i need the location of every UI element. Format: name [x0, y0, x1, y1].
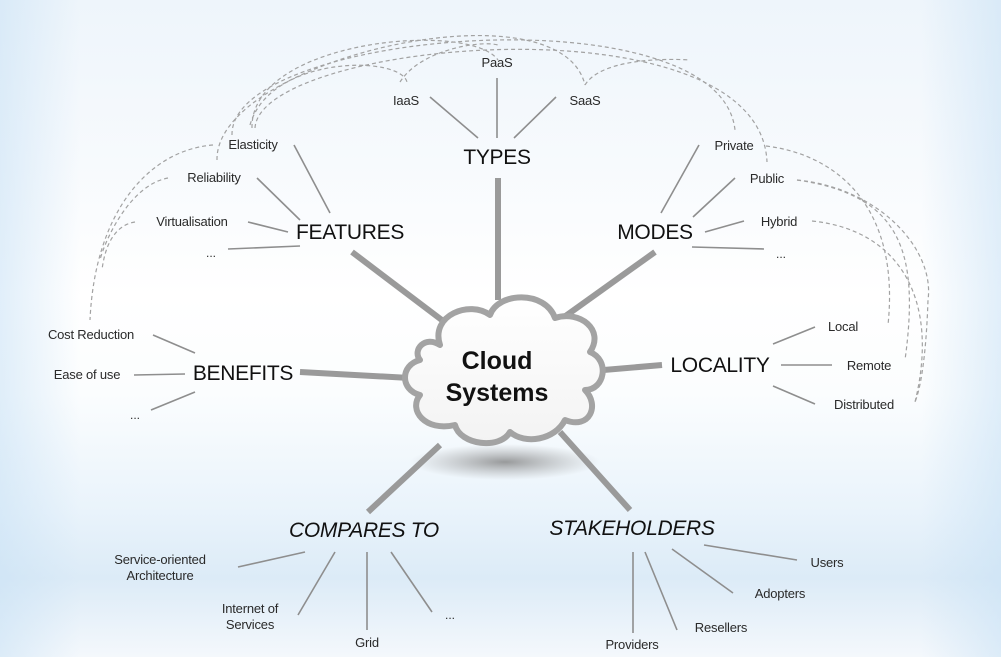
node-modes-more: ...: [775, 247, 787, 261]
node-distributed: Distributed: [834, 397, 894, 412]
node-reliability: Reliability: [187, 170, 241, 185]
spoke-features: [350, 249, 457, 333]
center-title-line-2: Systems: [445, 379, 549, 407]
spoke-stakeholders: [557, 429, 633, 513]
branch-line: [297, 551, 336, 616]
spoke-benefits: [299, 369, 411, 381]
branch-line: [429, 96, 479, 139]
relation-curve: [251, 39, 499, 129]
spoke-modes: [551, 249, 657, 328]
branch-line: [703, 544, 798, 561]
node-remote: Remote: [846, 358, 892, 373]
node-compares-more: ...: [444, 608, 456, 622]
center-node-title: Cloud Systems: [446, 345, 549, 409]
node-elasticity: Elasticity: [228, 137, 278, 152]
category-compares-to: COMPARES TO: [289, 519, 439, 542]
category-benefits: BENEFITS: [192, 362, 294, 385]
relation-curve: [584, 58, 691, 86]
node-service-oriented-architecture: Service-oriented Architecture: [114, 552, 206, 583]
node-saas: SaaS: [569, 93, 601, 108]
node-providers: Providers: [605, 637, 659, 652]
branch-line: [772, 385, 816, 405]
node-grid: Grid: [355, 635, 379, 650]
node-ease-of-use: Ease of use: [53, 367, 121, 382]
cloud-shape: [402, 294, 606, 480]
branch-line: [237, 551, 306, 568]
relation-curve: [811, 220, 923, 403]
branch-line: [293, 144, 331, 214]
branch-line: [660, 144, 700, 214]
category-locality: LOCALITY: [670, 354, 770, 377]
relation-curves: [89, 34, 930, 403]
category-modes: MODES: [617, 221, 693, 244]
branch-line: [691, 246, 765, 250]
branch-line: [644, 551, 678, 631]
node-benefits-more: ...: [129, 408, 141, 422]
node-resellers: Resellers: [694, 620, 748, 635]
node-paas: PaaS: [481, 55, 513, 70]
node-hybrid: Hybrid: [760, 214, 798, 229]
branch-line: [247, 221, 289, 233]
center-title-line-1: Cloud: [461, 347, 533, 375]
relation-curve: [101, 221, 136, 271]
background-band-right: [921, 0, 1001, 657]
node-users: Users: [810, 555, 844, 570]
branch-line: [133, 373, 186, 376]
branch-line: [152, 334, 196, 354]
node-public: Public: [749, 171, 785, 186]
node-internet-of-services: Internet of Services: [221, 601, 279, 632]
branch-line: [772, 326, 816, 345]
branch-line: [227, 245, 301, 250]
category-features: FEATURES: [295, 221, 405, 244]
branch-lines: [133, 78, 832, 633]
relation-curve: [231, 39, 736, 136]
relation-curve: [765, 145, 890, 326]
background-band-left: [0, 0, 80, 657]
branch-line: [150, 391, 196, 411]
node-private: Private: [714, 138, 754, 153]
branch-line: [704, 220, 745, 233]
node-virtualisation: Virtualisation: [156, 214, 228, 229]
relation-curve: [249, 64, 408, 126]
branch-line: [256, 177, 301, 221]
category-types: TYPES: [463, 146, 531, 169]
branch-line: [513, 96, 557, 139]
node-adopters: Adopters: [754, 586, 806, 601]
branch-line: [671, 548, 734, 594]
branch-line: [390, 551, 433, 613]
node-iaas: IaaS: [393, 93, 419, 108]
node-cost-reduction: Cost Reduction: [47, 327, 135, 342]
relation-curve: [796, 179, 930, 403]
node-features-more: ...: [205, 246, 217, 260]
node-local: Local: [827, 319, 859, 334]
branch-line: [692, 177, 736, 218]
category-stakeholders: STAKEHOLDERS: [549, 517, 715, 540]
relation-curve: [89, 144, 214, 321]
relation-curve: [796, 179, 911, 361]
